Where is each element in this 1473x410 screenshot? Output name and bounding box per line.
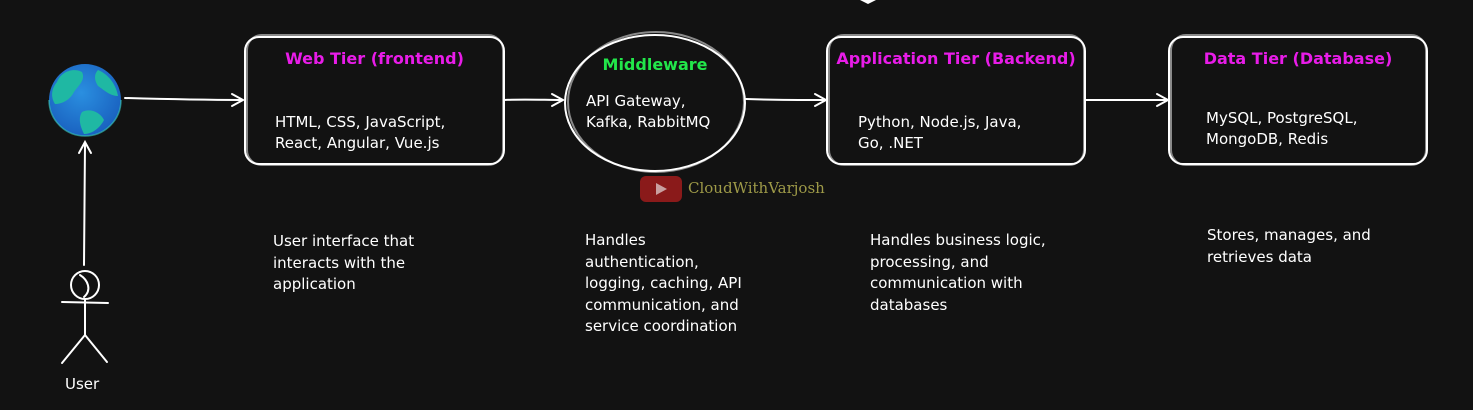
middleware-tech-line: API Gateway, — [586, 92, 686, 110]
web-tier-tech-line: HTML, CSS, JavaScript, — [275, 113, 446, 131]
description-line: User interface that — [273, 232, 415, 250]
description-line: service coordination — [585, 317, 738, 335]
youtube-play-icon — [640, 176, 682, 202]
middleware-description: Handles authentication, logging, caching… — [585, 230, 742, 338]
app-tier-description: Handles business logic, processing, and … — [870, 230, 1046, 316]
stick-figure-icon — [61, 270, 109, 364]
description-line: authentication, — [585, 252, 699, 271]
data-tier-title: Data Tier (Database) — [1203, 49, 1393, 68]
description-line: logging, caching, API — [585, 274, 742, 292]
top-edge-shape — [860, 0, 876, 4]
description-line: interacts with the — [273, 253, 406, 272]
web-tier-tech-line: React, Angular, Vue.js — [275, 134, 440, 152]
middleware-tech: API Gateway, Kafka, RabbitMQ — [586, 91, 710, 133]
description-line: application — [273, 275, 356, 293]
middleware-title: Middleware — [602, 55, 708, 74]
data-tier-box — [1168, 34, 1428, 166]
data-tier-tech: MySQL, PostgreSQL, MongoDB, Redis — [1206, 108, 1357, 150]
app-tier-tech-line: Go, .NET — [858, 134, 923, 152]
middleware-tech-line: Kafka, RabbitMQ — [586, 113, 711, 131]
web-tier-tech: HTML, CSS, JavaScript, React, Angular, V… — [275, 112, 445, 154]
arrow-app-to-data — [1084, 93, 1171, 107]
arrow-globe-to-web — [124, 93, 246, 107]
description-line: communication, and — [585, 295, 739, 314]
data-tier-description: Stores, manages, and retrieves data — [1207, 225, 1371, 268]
user-label: User — [65, 375, 100, 393]
globe-icon — [48, 64, 122, 137]
description-line: retrieves data — [1207, 247, 1312, 266]
description-line: communication with — [870, 274, 1023, 292]
app-tier-tech: Python, Node.js, Java, Go, .NET — [858, 112, 1021, 154]
web-tier-description: User interface that interacts with the a… — [273, 231, 414, 296]
description-line: Stores, manages, and — [1207, 226, 1371, 244]
description-line: Handles — [585, 231, 646, 249]
description-line: Handles business logic, — [870, 231, 1046, 249]
middleware-ellipse — [564, 31, 746, 173]
description-line: processing, and — [870, 252, 989, 271]
arrow-web-to-middleware — [503, 93, 566, 107]
data-tier-tech-line: MongoDB, Redis — [1206, 130, 1329, 148]
arrow-user-to-globe — [78, 139, 92, 266]
description-line: databases — [870, 295, 948, 314]
app-tier-title: Application Tier (Backend) — [836, 49, 1076, 68]
watermark-text: CloudWithVarjosh — [688, 179, 825, 197]
app-tier-tech-line: Python, Node.js, Java, — [858, 113, 1022, 131]
arrow-middleware-to-app — [745, 93, 829, 107]
web-tier-title: Web Tier (frontend) — [285, 49, 464, 68]
data-tier-tech-line: MySQL, PostgreSQL, — [1206, 109, 1358, 127]
